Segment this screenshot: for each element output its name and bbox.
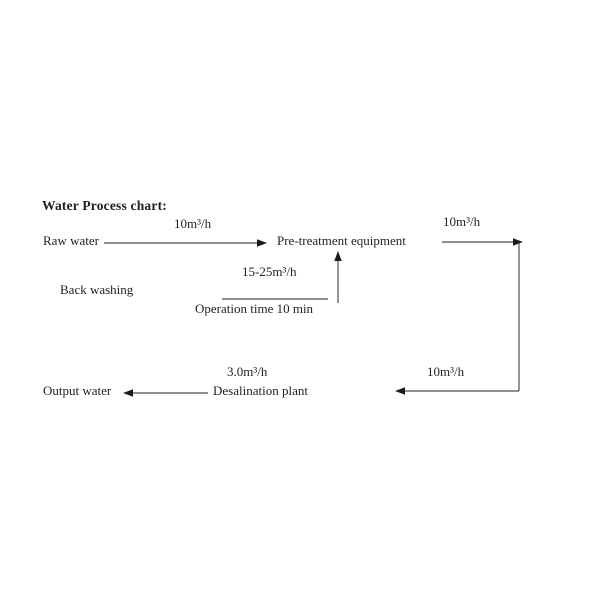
arrow-to-desalination-icon [395,387,519,395]
arrow-raw-to-pretreatment-icon [104,239,267,247]
backwash-operation-time-label: Operation time 10 min [195,301,314,316]
node-desalination-plant: Desalination plant [213,383,308,398]
arrow-pretreatment-outlet-icon [442,238,523,246]
backwash-rate-label: 15-25m³/h [242,264,297,279]
arrow-backwash-up-icon [334,251,342,303]
output-rate-label: 3.0m³/h [227,364,268,379]
node-raw-water: Raw water [43,233,99,248]
arrow-desalination-to-output-icon [123,389,208,397]
node-output-water: Output water [43,383,112,398]
desalination-feed-rate-label: 10m³/h [427,364,465,379]
node-back-washing: Back washing [60,282,134,297]
raw-feed-rate-label: 10m³/h [174,216,212,231]
pretreatment-outlet-rate-label: 10m³/h [443,214,481,229]
node-pretreatment-equipment: Pre-treatment equipment [277,233,406,248]
diagram-title: Water Process chart: [42,198,167,213]
